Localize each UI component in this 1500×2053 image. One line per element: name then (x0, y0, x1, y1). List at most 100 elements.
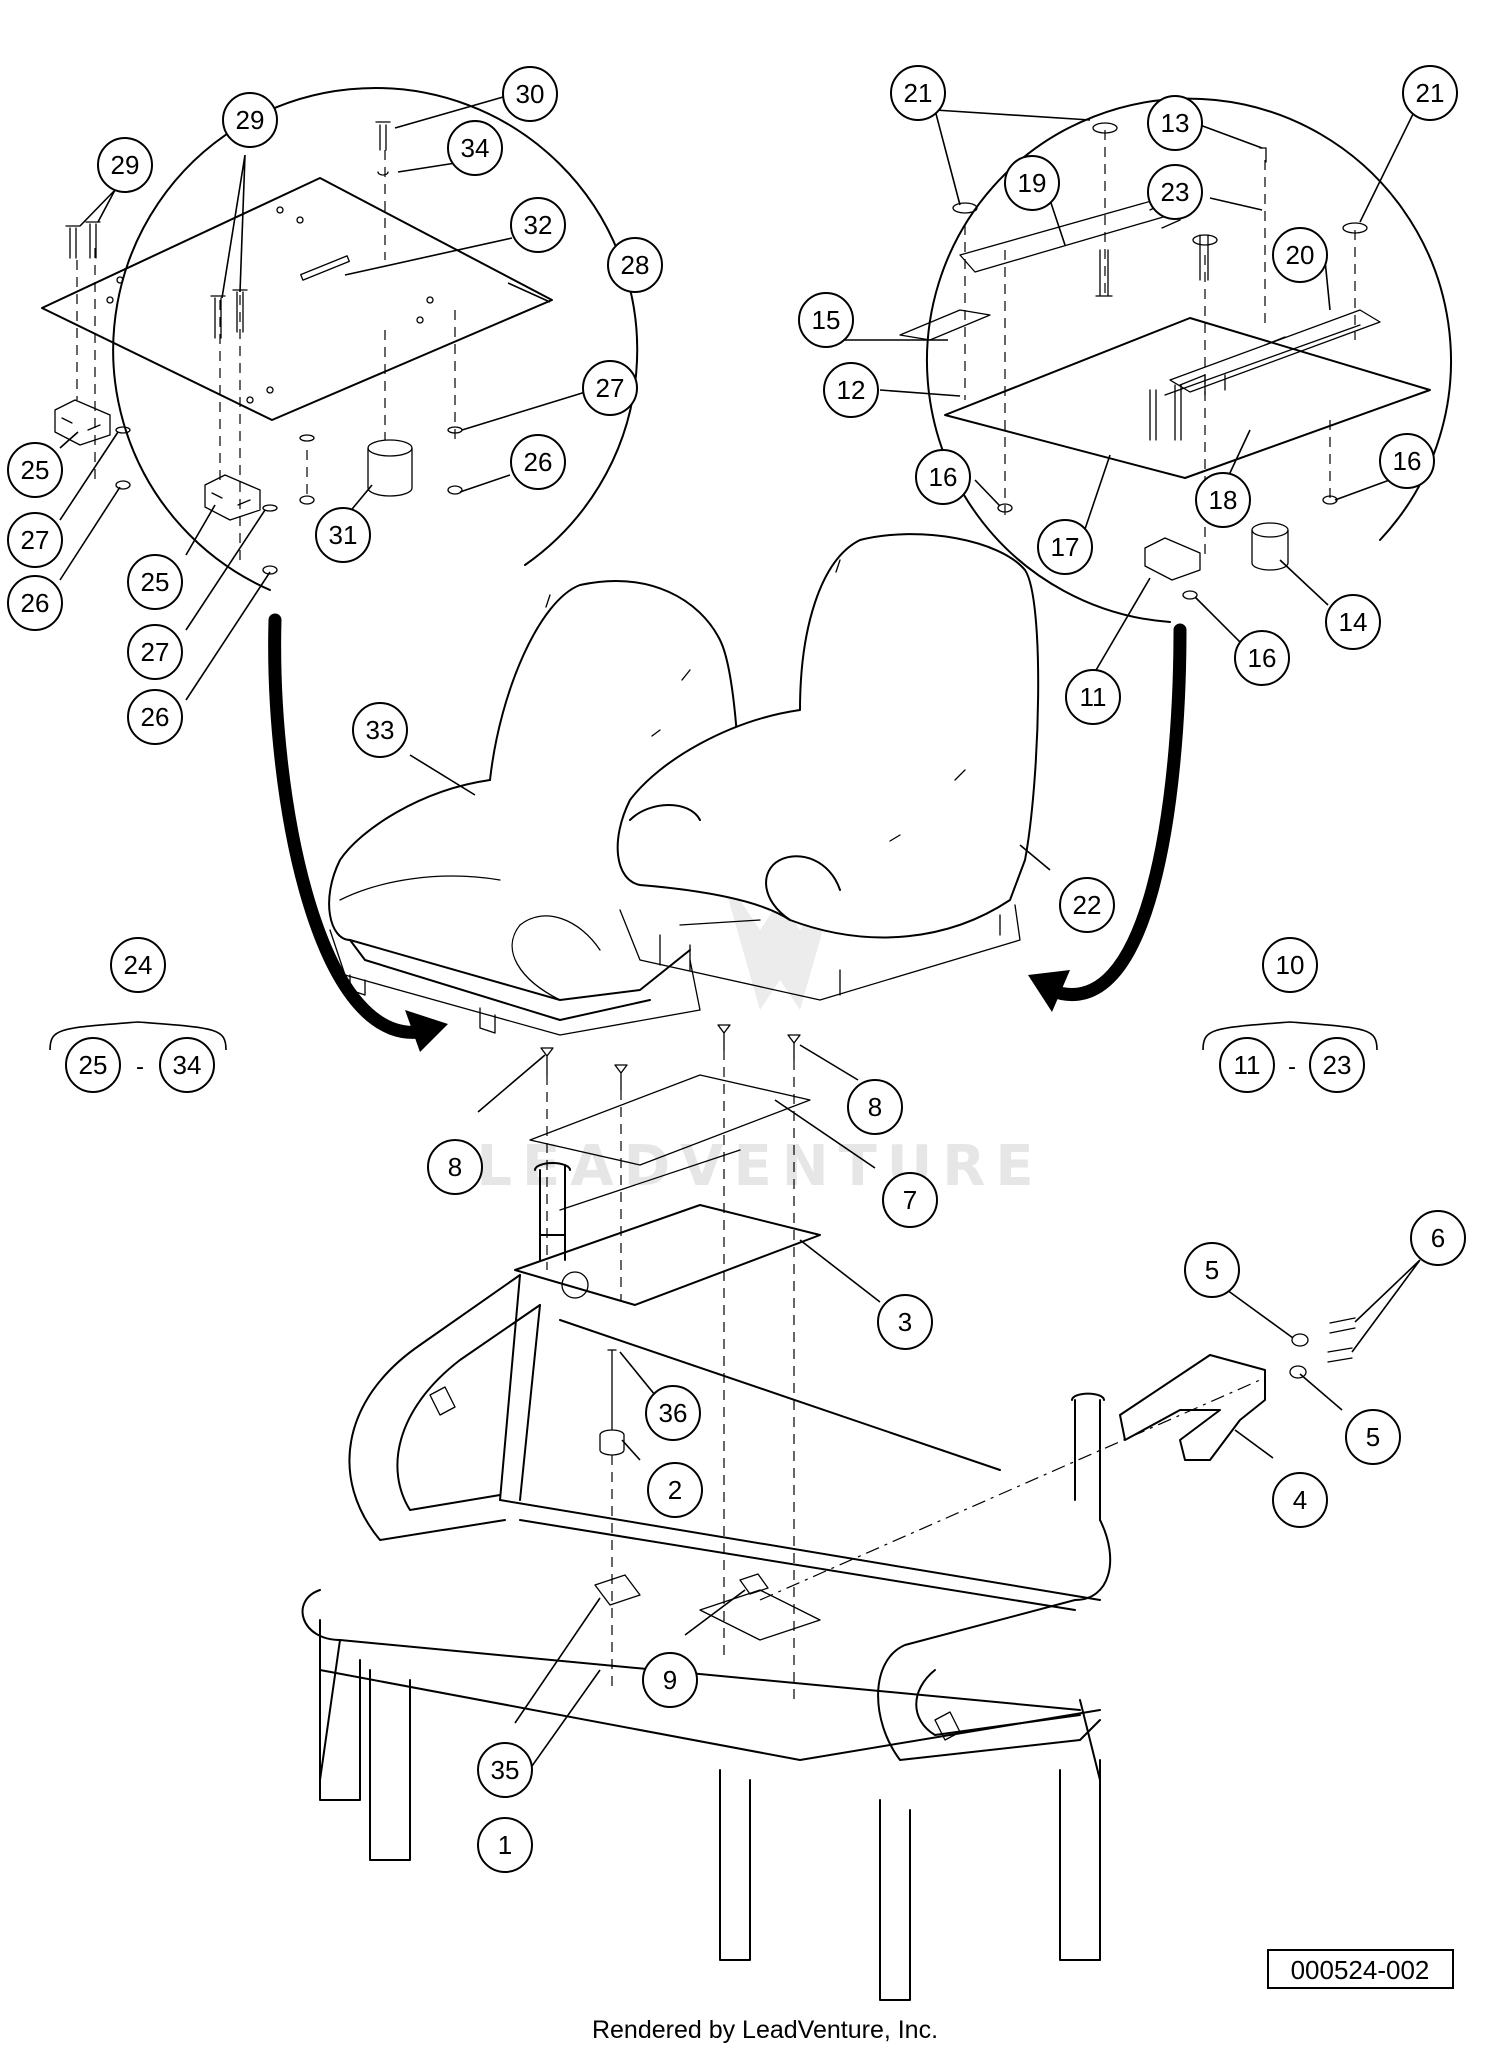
callout-balloon: 16 (915, 449, 971, 505)
svg-text:29: 29 (111, 150, 140, 180)
seat-right (616, 533, 1040, 1001)
svg-text:19: 19 (1018, 168, 1047, 198)
callout-balloon: 5 (1184, 1242, 1240, 1298)
svg-text:13: 13 (1161, 108, 1190, 138)
callout-balloon: 4 (1272, 1472, 1328, 1528)
drawing-number-box: 000524-002 (1267, 1949, 1454, 1989)
kit-24-number: 24 (124, 950, 153, 980)
svg-text:27: 27 (21, 525, 50, 555)
kit-24-group: 24 25 - 34 (49, 937, 227, 1093)
callout-balloon: 3 (877, 1294, 933, 1350)
footer-credit: Rendered by LeadVenture, Inc. (592, 2016, 938, 2044)
assembly-arrows (268, 613, 1187, 1052)
kit-10-number: 10 (1276, 950, 1305, 980)
svg-text:21: 21 (904, 78, 933, 108)
callout-balloon: 23 (1147, 164, 1203, 220)
callout-balloon: 33 (352, 702, 408, 758)
svg-text:27: 27 (596, 373, 625, 403)
callout-balloon: 32 (510, 197, 566, 253)
svg-text:7: 7 (903, 1185, 917, 1215)
callout-balloon: 27 (7, 512, 63, 568)
callout-balloon: 8 (847, 1079, 903, 1135)
callout-balloon: 20 (1272, 227, 1328, 283)
svg-text:15: 15 (812, 305, 841, 335)
kit-10-range-sep: - (1288, 1054, 1296, 1081)
svg-text:18: 18 (1209, 485, 1238, 515)
callout-balloon: 1 (477, 1817, 533, 1873)
svg-text:35: 35 (491, 1755, 520, 1785)
svg-text:30: 30 (516, 79, 545, 109)
callout-balloon: 13 (1147, 95, 1203, 151)
callout-balloon: 12 (823, 362, 879, 418)
svg-text:29: 29 (236, 105, 265, 135)
svg-text:26: 26 (21, 588, 50, 618)
svg-text:32: 32 (524, 210, 553, 240)
callout-balloon: 2 (647, 1462, 703, 1518)
kit-24-range-from: 25 (79, 1050, 108, 1080)
kit-10-range-from: 11 (1234, 1050, 1261, 1080)
callout-balloon: 31 (315, 507, 371, 563)
callout-balloon: 26 (7, 575, 63, 631)
callout-balloon: 9 (642, 1652, 698, 1708)
callout-balloon: 17 (1037, 519, 1093, 575)
svg-text:9: 9 (663, 1665, 677, 1695)
drawing-number: 000524-002 (1291, 1955, 1430, 1985)
svg-text:8: 8 (448, 1152, 462, 1182)
callout-balloon: 28 (607, 237, 663, 293)
callout-balloon: 16 (1379, 433, 1435, 489)
kit-24-range-sep: - (136, 1054, 144, 1081)
callout-balloon: 25 (127, 554, 183, 610)
callout-balloon: 26 (510, 434, 566, 490)
callout-balloon: 19 (1004, 155, 1060, 211)
svg-text:23: 23 (1161, 177, 1190, 207)
callout-balloon: 22 (1059, 877, 1115, 933)
callout-balloon: 21 (1402, 65, 1458, 121)
callout-balloons: 30 29 34 29 32 28 27 26 25 27 26 31 25 2… (7, 65, 1466, 1873)
callout-balloon: 27 (582, 360, 638, 416)
svg-text:8: 8 (868, 1092, 882, 1122)
svg-text:16: 16 (1393, 446, 1422, 476)
callout-balloon: 36 (645, 1385, 701, 1441)
callout-balloon: 29 (222, 92, 278, 148)
svg-text:25: 25 (21, 455, 50, 485)
svg-text:26: 26 (524, 447, 553, 477)
callout-balloon: 7 (882, 1172, 938, 1228)
callout-balloon: 25 (7, 442, 63, 498)
callout-balloon: 34 (447, 120, 503, 176)
leader-lines (59, 94, 1421, 1791)
svg-text:36: 36 (659, 1398, 688, 1428)
kit-24-range-to: 34 (173, 1050, 202, 1080)
svg-text:6: 6 (1431, 1223, 1445, 1253)
callout-balloon: 6 (1410, 1210, 1466, 1266)
callout-balloon: 26 (127, 689, 183, 745)
callout-balloon: 16 (1234, 630, 1290, 686)
svg-text:31: 31 (329, 520, 358, 550)
callout-balloon: 15 (798, 292, 854, 348)
watermark: LEADVENTURE (476, 870, 1034, 1199)
svg-text:33: 33 (366, 715, 395, 745)
svg-text:12: 12 (837, 375, 866, 405)
svg-text:34: 34 (461, 133, 490, 163)
svg-text:11: 11 (1080, 682, 1107, 712)
svg-text:28: 28 (621, 250, 650, 280)
svg-text:3: 3 (898, 1307, 912, 1337)
seats (328, 533, 1040, 1036)
svg-text:21: 21 (1416, 78, 1445, 108)
callout-balloon: 5 (1345, 1409, 1401, 1465)
svg-text:20: 20 (1286, 240, 1315, 270)
callout-balloon: 30 (502, 66, 558, 122)
svg-text:5: 5 (1205, 1255, 1219, 1285)
svg-text:27: 27 (141, 637, 170, 667)
callout-balloon: 21 (890, 65, 946, 121)
right-detail-view (899, 97, 1452, 623)
svg-text:26: 26 (141, 702, 170, 732)
frame-assembly (301, 1024, 1356, 2001)
left-detail-view (41, 87, 639, 591)
svg-text:16: 16 (929, 462, 958, 492)
callout-balloon: 14 (1325, 594, 1381, 650)
svg-text:5: 5 (1366, 1422, 1380, 1452)
callout-balloon: 8 (427, 1139, 483, 1195)
svg-text:16: 16 (1248, 643, 1277, 673)
svg-text:22: 22 (1073, 890, 1102, 920)
